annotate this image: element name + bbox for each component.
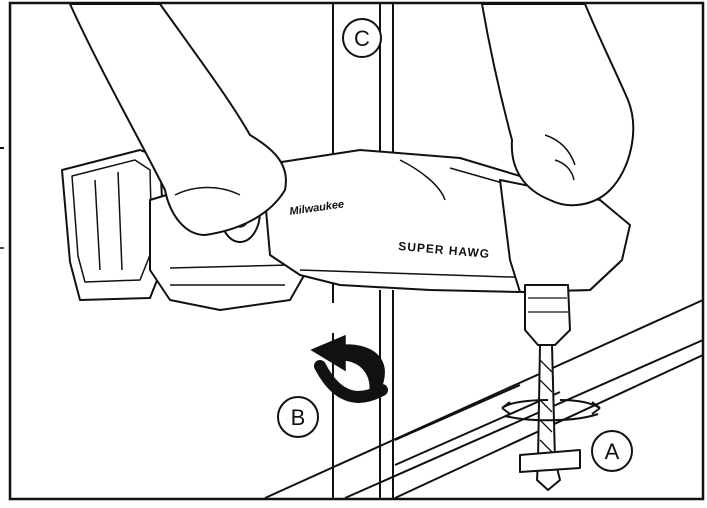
label-a: A bbox=[591, 430, 633, 472]
diagram-border bbox=[8, 1, 705, 501]
label-b: B bbox=[277, 396, 319, 438]
right-angle-drill bbox=[61, 149, 631, 491]
right-hand bbox=[481, 3, 635, 207]
label-c: C bbox=[342, 18, 382, 58]
left-hand bbox=[69, 3, 287, 236]
drill-chuck bbox=[524, 284, 571, 346]
svg-text:A: A bbox=[605, 439, 620, 464]
floor-joist bbox=[264, 299, 704, 499]
gear-head bbox=[499, 179, 631, 293]
svg-text:B: B bbox=[291, 405, 306, 430]
svg-text:C: C bbox=[354, 26, 370, 51]
bit-rotation-arrows-icon bbox=[501, 399, 601, 422]
